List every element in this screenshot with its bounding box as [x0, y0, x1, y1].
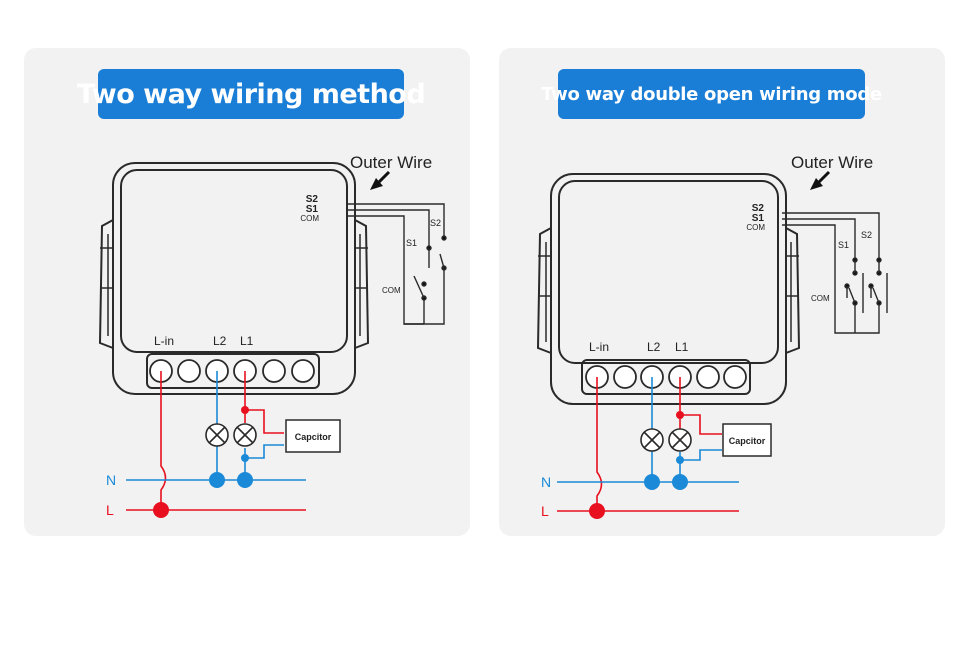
- live-junction-dot: [589, 503, 605, 519]
- live-line-label: L: [541, 503, 549, 519]
- outer-wire-bundle: [782, 212, 880, 334]
- wiring-diagram: S2 S1 COM L-in L2 L1 Outer Wire: [98, 153, 447, 518]
- terminal-s2-label: S2: [306, 194, 319, 205]
- outer-wire-label: Outer Wire: [350, 153, 432, 172]
- switch-com-label: COM: [382, 286, 401, 295]
- live-wiring: [596, 377, 722, 511]
- live-line-label: L: [106, 502, 114, 518]
- live-junction-dot: [153, 502, 169, 518]
- terminal-l1-label: L1: [675, 340, 689, 354]
- live-junction-dot: [241, 406, 249, 414]
- panel-title: Two way double open wiring mode: [541, 83, 882, 105]
- terminal-l1-label: L1: [240, 334, 254, 348]
- smart-switch-module: [536, 173, 801, 405]
- terminal-s1-label: S1: [752, 213, 765, 224]
- smart-switch-module: [98, 162, 370, 395]
- neutral-junction-dot: [644, 474, 660, 490]
- outer-wire-label: Outer Wire: [791, 153, 873, 172]
- terminal-com-label: COM: [746, 223, 765, 232]
- outer-wire-bundle: [348, 203, 445, 325]
- terminal-s2-label: S2: [752, 203, 765, 214]
- switch-s1-label: S1: [406, 238, 417, 248]
- panel-title-badge: Two way double open wiring mode: [541, 69, 882, 119]
- neutral-line-label: N: [106, 472, 116, 488]
- panel-title: Two way wiring method: [76, 78, 426, 110]
- panel-two-way-wiring: Two way wiring method: [24, 48, 470, 536]
- outer-wire-arrow-icon: [370, 170, 391, 190]
- lamp-icon: [668, 428, 692, 452]
- terminal-lin-label: L-in: [589, 340, 609, 354]
- external-switch: [844, 257, 888, 313]
- neutral-junction-dot: [676, 456, 684, 464]
- terminal-lin-label: L-in: [154, 334, 174, 348]
- terminal-l2-label: L2: [213, 334, 227, 348]
- capacitor-label: Capcitor: [295, 432, 332, 442]
- switch-s1-label: S1: [838, 240, 849, 250]
- capacitor-box: [722, 423, 772, 457]
- terminal-com-label: COM: [300, 214, 319, 223]
- terminal-s1-label: S1: [306, 204, 319, 215]
- switch-s2-label: S2: [430, 218, 441, 228]
- neutral-junction-dot: [209, 472, 225, 488]
- terminal-l2-label: L2: [647, 340, 661, 354]
- neutral-junction-dot: [237, 472, 253, 488]
- neutral-junction-dot: [241, 454, 249, 462]
- live-wiring: [160, 371, 284, 510]
- neutral-line-label: N: [541, 474, 551, 490]
- switch-com-label: COM: [811, 294, 830, 303]
- outer-wire-arrow-icon: [810, 170, 831, 190]
- panel-title-badge: Two way wiring method: [77, 69, 426, 119]
- live-junction-dot: [676, 411, 684, 419]
- panel-double-open-wiring: Two way double open wiring mode S2 S1 CO…: [499, 48, 945, 536]
- switch-s2-label: S2: [861, 230, 872, 240]
- lamp-icon: [205, 423, 229, 447]
- terminal-screws: [149, 359, 315, 383]
- lamp-icon: [233, 423, 257, 447]
- external-switch: [413, 235, 447, 301]
- lamp-icon: [640, 428, 664, 452]
- wiring-diagram: S2 S1 COM L-in L2 L1 Outer Wire: [536, 153, 888, 519]
- neutral-junction-dot: [672, 474, 688, 490]
- capacitor-label: Capcitor: [729, 436, 766, 446]
- capacitor-box: [285, 419, 341, 453]
